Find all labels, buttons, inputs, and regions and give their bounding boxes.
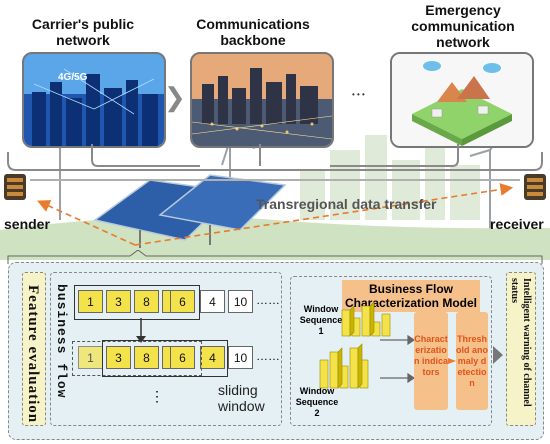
row1-cell-7: 10 bbox=[228, 290, 253, 313]
row2-old-window-frame bbox=[72, 341, 202, 376]
characterization-label: Characterization indicators bbox=[414, 334, 449, 377]
intelligent-warning-label: Intelligent warning of channel status bbox=[509, 278, 532, 407]
backbone-panel bbox=[190, 52, 334, 148]
row2-cell-1: 1 bbox=[78, 346, 103, 369]
receiver-label: receiver bbox=[490, 216, 544, 232]
feature-evaluation-box bbox=[22, 272, 46, 426]
sender-label: sender bbox=[4, 216, 50, 232]
characterization-arrow bbox=[448, 358, 456, 364]
model-arrows bbox=[380, 334, 416, 384]
emergency-network-panel bbox=[390, 52, 534, 148]
emergency-network-title: Emergency communication network bbox=[411, 2, 515, 50]
row2-cell-2: 3 bbox=[106, 346, 131, 369]
model-area bbox=[290, 276, 492, 426]
column-ellipsis: ⋮ bbox=[150, 388, 164, 404]
threshold-label: Threshold anomaly detection bbox=[456, 334, 488, 388]
transfer-label: Transregional data transfer bbox=[256, 196, 437, 212]
row2-window-frame bbox=[102, 340, 228, 377]
characterization-box bbox=[414, 312, 448, 410]
row1-cell-2: 3 bbox=[106, 290, 131, 313]
output-chevron-icon bbox=[493, 346, 503, 364]
sliding-window-label: sliding window bbox=[218, 382, 265, 414]
window-blocks bbox=[319, 301, 391, 389]
carrier-network-title: Carrier's public network bbox=[31, 16, 135, 48]
row1-cell-5: 6 bbox=[170, 290, 195, 313]
row2-cell-3: 8 bbox=[134, 346, 159, 369]
row1-window-frame bbox=[74, 285, 200, 320]
row1-ellipsis: …… bbox=[256, 293, 280, 307]
receiver-server-icon bbox=[524, 174, 546, 200]
cable-lines bbox=[7, 144, 543, 181]
sender-server-icon bbox=[4, 174, 26, 200]
transfer-arrows bbox=[37, 183, 514, 246]
emergency-isometric-image bbox=[392, 54, 532, 146]
feature-evaluation-label: Feature evaluation bbox=[25, 285, 41, 424]
row2-cell-6: 4 bbox=[200, 346, 225, 369]
row1-cell-1: 1 bbox=[78, 290, 103, 313]
threshold-box bbox=[456, 312, 488, 410]
window-sequence-2-label: Window Sequence 2 bbox=[295, 386, 339, 418]
window-sequence-1-label: Window Sequence 1 bbox=[299, 304, 343, 336]
carrier-network-panel: 4G/5G bbox=[22, 52, 166, 148]
city-night-image bbox=[192, 54, 332, 146]
row2-cell-7: 10 bbox=[228, 346, 253, 369]
4g5g-badge: 4G/5G bbox=[58, 72, 88, 83]
row2-cell-5: 6 bbox=[170, 346, 195, 369]
right-chevron-icon: ❯ bbox=[164, 82, 186, 112]
sequence-area bbox=[50, 272, 282, 426]
ellipsis-dots: • • • bbox=[352, 90, 365, 99]
row2-ellipsis: …… bbox=[256, 349, 280, 363]
row1-cell-6: 4 bbox=[200, 290, 225, 313]
backbone-title: Communications backbone bbox=[196, 16, 310, 48]
intelligent-warning-box bbox=[506, 272, 536, 426]
business-flow-label: business flow bbox=[54, 284, 69, 399]
row1-cell-3: 8 bbox=[134, 290, 159, 313]
down-arrow-icon bbox=[136, 318, 146, 343]
evaluation-bracket bbox=[7, 250, 543, 264]
city-5g-image bbox=[24, 54, 164, 146]
